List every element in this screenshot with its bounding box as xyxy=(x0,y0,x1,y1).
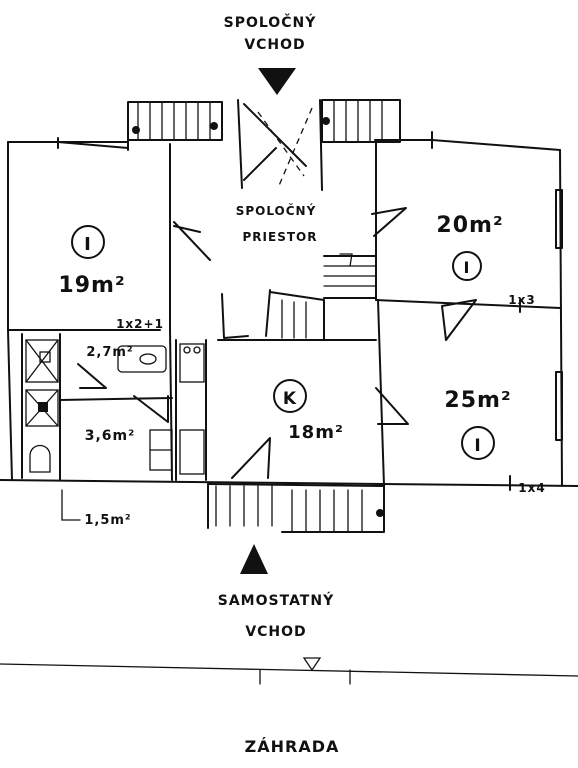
room-type-badge-icon xyxy=(461,426,495,460)
room-right-top-area: 20m² xyxy=(436,213,503,238)
separate-entrance-arrow-icon xyxy=(240,544,268,574)
common-space-label-line1: SPOLOČNÝ xyxy=(236,203,317,218)
room-left-top-area: 19m² xyxy=(58,273,125,298)
room-bath-large-area: 3,6m² xyxy=(85,428,136,444)
room-kitchen-area: 18m² xyxy=(288,422,344,443)
room-bath-small-area: 2,7m² xyxy=(86,345,133,360)
separate-entrance-label-line1: SAMOSTATNÝ xyxy=(218,591,334,609)
door-swings xyxy=(77,207,477,479)
room-kitchen-symbol: K xyxy=(283,389,297,409)
room-type-badge-icon xyxy=(452,251,482,281)
garden-label: ZÁHRADA xyxy=(245,737,340,756)
wc-label-leader xyxy=(61,489,81,521)
window-label-2: 1x3 xyxy=(508,293,535,307)
shared-entrance-arrow-icon xyxy=(258,68,296,95)
room-right-top-symbol: I xyxy=(464,258,471,277)
common-space-label-line2: PRIESTOR xyxy=(243,230,318,244)
internal-stairs xyxy=(265,253,377,341)
room-left-top-symbol: I xyxy=(84,234,92,255)
right-windows xyxy=(509,189,563,491)
shared-entrance-label-line1: SPOLOČNÝ xyxy=(224,13,317,31)
entry-vestibule xyxy=(237,99,323,191)
window-label-1: 1x2+1 xyxy=(116,317,164,331)
room-type-badge-icon xyxy=(71,225,105,259)
room-right-bottom-symbol: I xyxy=(474,436,481,456)
bottom-staircase xyxy=(207,483,385,533)
shared-entrance-label-line2: VCHOD xyxy=(244,37,305,53)
outer-walls xyxy=(0,131,578,487)
plot-boundary xyxy=(0,657,578,685)
kitchen-badge-icon xyxy=(273,379,307,413)
room-right-bottom-area: 25m² xyxy=(444,388,511,413)
window-label-3: 1x4 xyxy=(518,481,545,495)
bathroom-fixtures xyxy=(25,339,205,475)
top-staircase xyxy=(127,99,401,143)
room-wc-area: 1,5m² xyxy=(84,513,131,528)
separate-entrance-label-line2: VCHOD xyxy=(245,624,306,640)
